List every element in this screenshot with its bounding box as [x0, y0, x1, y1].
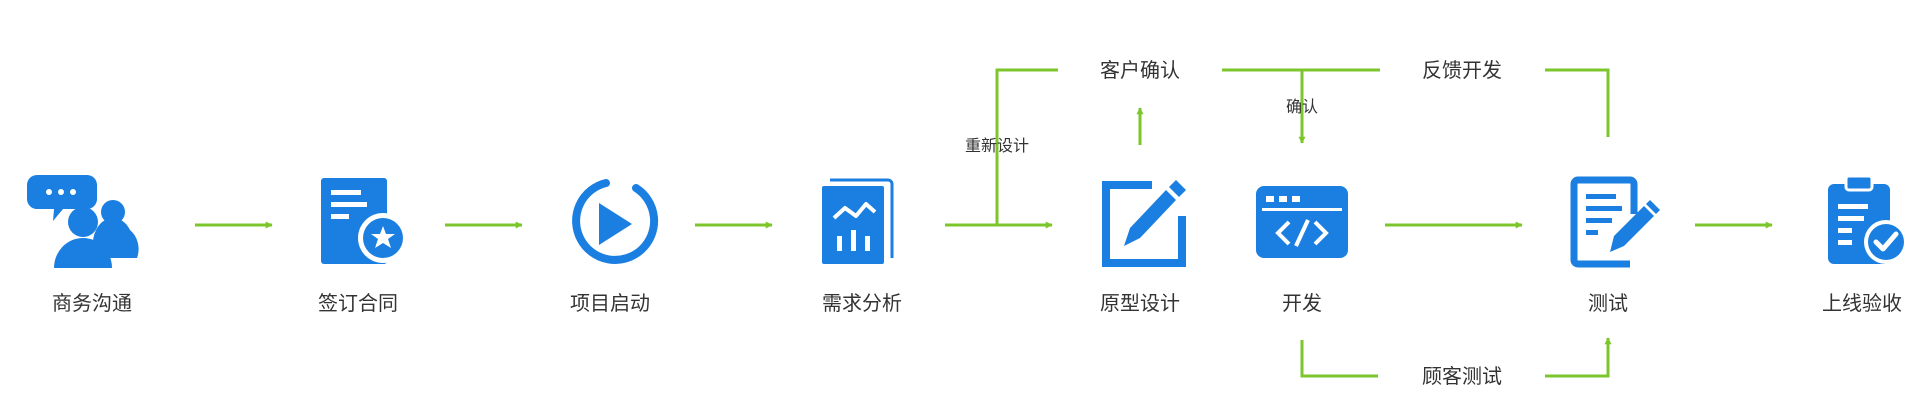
edit-box-icon	[1102, 180, 1186, 267]
loop-label-customer-confirm: 客户确认	[1100, 58, 1180, 82]
play-circle-icon	[572, 179, 659, 264]
redesign-loop-line	[995, 68, 1058, 225]
feedback-right-line	[1545, 68, 1610, 137]
test-doc-icon	[1570, 176, 1660, 268]
step-label-sign-contract: 签订合同	[318, 291, 398, 315]
step-label-launch-acceptance: 上线验收	[1822, 291, 1902, 315]
loop-labels: 客户确认 反馈开发 重新设计 确认 顾客测试	[965, 58, 1502, 388]
code-window-icon	[1256, 186, 1348, 258]
step-label-testing: 测试	[1588, 291, 1628, 315]
customer-test-left-line	[1300, 340, 1378, 378]
loop-label-customer-test: 顾客测试	[1422, 364, 1502, 388]
step-label-requirements-analysis: 需求分析	[822, 291, 902, 315]
step-label-project-kickoff: 项目启动	[570, 291, 650, 315]
step-label-development: 开发	[1282, 291, 1322, 315]
step-label-prototype-design: 原型设计	[1100, 291, 1180, 315]
loop-lines	[995, 68, 1612, 378]
step-label-business-communication: 商务沟通	[52, 291, 132, 315]
step-labels: 商务沟通 签订合同 项目启动 需求分析 原型设计 开发 测试 上线验收	[52, 291, 1902, 315]
contract-icon	[321, 178, 408, 264]
chat-people-icon	[27, 175, 139, 268]
loop-label-redesign: 重新设计	[965, 136, 1029, 155]
clipboard-check-icon	[1828, 174, 1908, 264]
loop-label-confirm: 确认	[1286, 97, 1318, 116]
loop-label-feedback-dev: 反馈开发	[1422, 58, 1502, 82]
customer-test-right-line	[1545, 337, 1612, 378]
analysis-chart-icon	[822, 178, 894, 264]
